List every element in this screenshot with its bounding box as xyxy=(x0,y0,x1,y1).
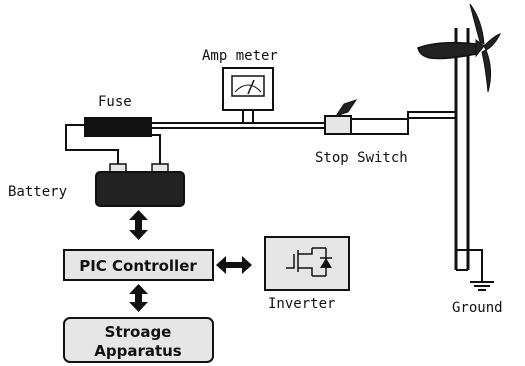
ground-connection: Ground xyxy=(452,249,503,316)
amp-meter: Amp meter xyxy=(202,48,278,111)
amp-meter-label: Amp meter xyxy=(202,48,278,64)
storage-label-line1: Stroage xyxy=(105,323,172,341)
wind-turbine xyxy=(417,3,501,271)
storage-apparatus: Stroage Apparatus xyxy=(63,317,214,363)
inverter-label: Inverter xyxy=(268,296,335,312)
controller-storage-arrow xyxy=(129,284,148,312)
controller-inverter-arrow xyxy=(216,256,252,274)
inverter-symbol-icon xyxy=(286,247,332,277)
pic-controller-label: PIC Controller xyxy=(79,257,197,275)
pic-controller: PIC Controller xyxy=(63,249,214,281)
ground-label: Ground xyxy=(452,300,503,316)
battery-label: Battery xyxy=(8,184,67,200)
battery-controller-arrow xyxy=(129,210,148,240)
fuse-label: Fuse xyxy=(98,94,132,110)
storage-label-line2: Apparatus xyxy=(94,342,182,360)
inverter: Inverter xyxy=(264,236,350,312)
battery: Battery xyxy=(8,163,185,207)
stop-switch-label: Stop Switch xyxy=(315,150,408,166)
fuse: Fuse xyxy=(84,94,152,137)
circuit-wires xyxy=(65,110,456,166)
stop-switch: Stop Switch xyxy=(315,99,408,166)
